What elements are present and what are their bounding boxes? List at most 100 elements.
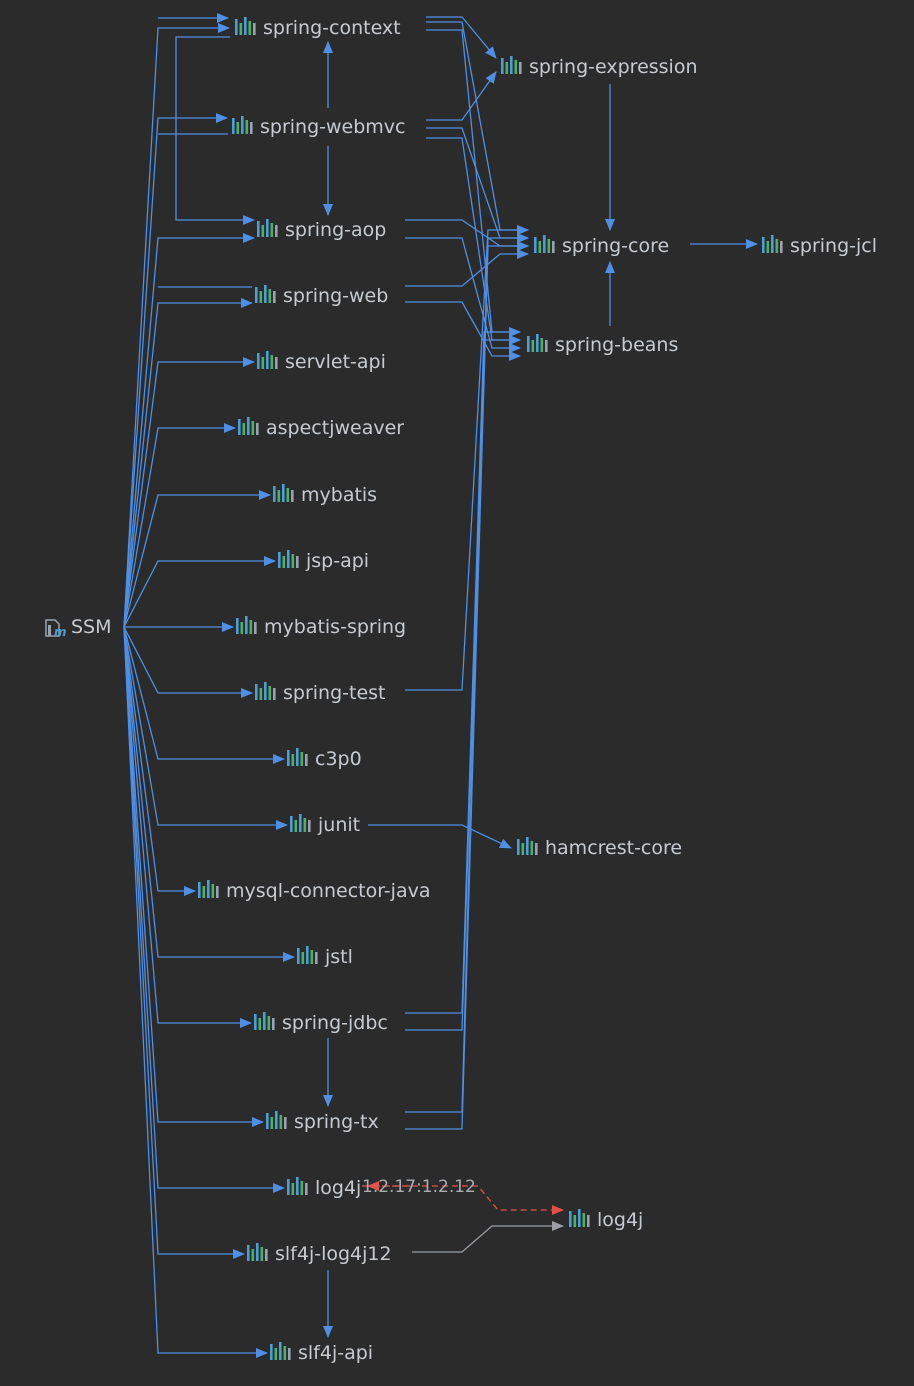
node-label: mybatis [301,484,378,506]
node-label: mysql-connector-java [226,880,431,902]
library-icon [526,333,550,357]
node-label: log4j [597,1209,644,1231]
library-icon [256,218,280,242]
edge-context-aop [175,36,255,225]
node-label: spring-expression [529,56,698,78]
node-junit[interactable]: junit [289,813,360,837]
library-icon [516,836,540,860]
node-spring-aop[interactable]: spring-aop [256,218,386,242]
edge-ssm-aspectjweaver [123,423,236,628]
edge-ssm-c3p0 [123,626,285,764]
svg-text:m: m [54,625,66,637]
node-mybatis-spring[interactable]: mybatis-spring [235,615,406,639]
library-icon [234,16,258,40]
library-icon [286,747,310,771]
edge-ssm-slf4j-log4j12 [123,626,245,1259]
node-label: spring-jcl [790,235,878,257]
node-c3p0[interactable]: c3p0 [286,747,362,771]
edge-ssm-junit [123,626,288,830]
edge-aop-core [405,219,529,251]
node-spring-jdbc[interactable]: spring-jdbc [253,1011,388,1035]
library-icon [289,813,313,837]
node-label: slf4j-api [298,1342,374,1364]
version-conflict-label: 1.2.17:1.2.12 [362,1177,476,1197]
node-spring-web[interactable]: spring-web [254,284,388,308]
node-spring-beans[interactable]: spring-beans [526,333,678,357]
library-icon [254,284,278,308]
edge-ssm-spring-context [123,23,230,628]
edge-jdbc-core [405,233,529,1031]
node-spring-context[interactable]: spring-context [234,16,401,40]
node-aspectjweaver[interactable]: aspectjweaver [237,416,404,440]
node-label: junit [318,814,361,836]
edge-tx-beans [405,335,521,1113]
node-spring-jcl[interactable]: spring-jcl [761,234,877,258]
node-hamcrest-core[interactable]: hamcrest-core [516,836,682,860]
library-icon [761,234,785,258]
library-icon [237,416,261,440]
node-log4j-direct[interactable]: log4j [286,1176,361,1200]
node-log4j[interactable]: log4j [568,1208,643,1232]
node-label: servlet-api [285,351,386,373]
node-label: spring-core [562,235,670,257]
node-servlet-api[interactable]: servlet-api [256,350,386,374]
library-icon [231,115,255,139]
node-label: hamcrest-core [545,837,683,859]
node-mybatis[interactable]: mybatis [272,483,377,507]
library-icon [269,1341,293,1365]
node-label: spring-context [263,17,401,39]
edge-test-core [405,225,529,691]
node-label: jsp-api [306,550,370,572]
edge-ssm-jstl [123,626,295,962]
node-spring-core[interactable]: spring-core [533,234,669,258]
library-icon [197,879,221,903]
library-icon [277,549,301,573]
node-label: spring-tx [294,1111,379,1133]
node-label: slf4j-log4j12 [275,1243,392,1265]
node-slf4j-log4j12[interactable]: slf4j-log4j12 [246,1242,392,1266]
edge-conflict-log4j [362,1185,564,1215]
node-spring-tx[interactable]: spring-tx [265,1110,379,1134]
edge-aop-beans [405,237,521,353]
node-spring-test[interactable]: spring-test [254,681,386,705]
library-icon [235,615,259,639]
node-spring-expression[interactable]: spring-expression [500,55,698,79]
node-label: jstl [325,946,353,968]
node-slf4j-api[interactable]: slf4j-api [269,1341,373,1365]
edge-junit-hamcrest [368,824,512,849]
edge-ssm-spring-web [123,298,253,628]
node-label: spring-webmvc [260,116,406,138]
edge-ssm-spring-aop [123,233,255,628]
node-jstl[interactable]: jstl [296,945,353,969]
maven-module-icon: m [45,619,66,637]
node-label: SSM [71,616,112,638]
library-icon [246,1242,270,1266]
node-mysql-connector-java[interactable]: mysql-connector-java [197,879,430,903]
library-icon [568,1208,592,1232]
node-label: spring-aop [285,219,387,241]
node-label: spring-test [283,682,386,704]
edge-ssm-slf4j-api [123,626,268,1358]
edge-ssm-mybatis [123,490,271,628]
edge-webmvc-beans [426,137,521,345]
node-label: spring-jdbc [282,1012,388,1034]
library-icon [533,234,557,258]
edge-webmvc-expression [426,71,497,121]
node-label: log4j [315,1177,362,1199]
library-icon [286,1176,310,1200]
node-ssm[interactable]: m SSM [44,616,112,638]
node-label: spring-web [283,285,389,307]
edge-tx-core [405,241,529,1130]
library-icon [296,945,320,969]
edge-ssm-spring-test [123,626,253,698]
edge-ssm-spring-jdbc [123,626,252,1028]
edge-web-core [405,249,529,287]
node-jsp-api[interactable]: jsp-api [277,549,369,573]
library-icon [253,1011,277,1035]
edge-ssm-servlet-api [123,357,255,628]
node-label: spring-beans [555,334,679,356]
edge-ssm-log4j [123,626,285,1193]
node-spring-webmvc[interactable]: spring-webmvc [231,115,406,139]
